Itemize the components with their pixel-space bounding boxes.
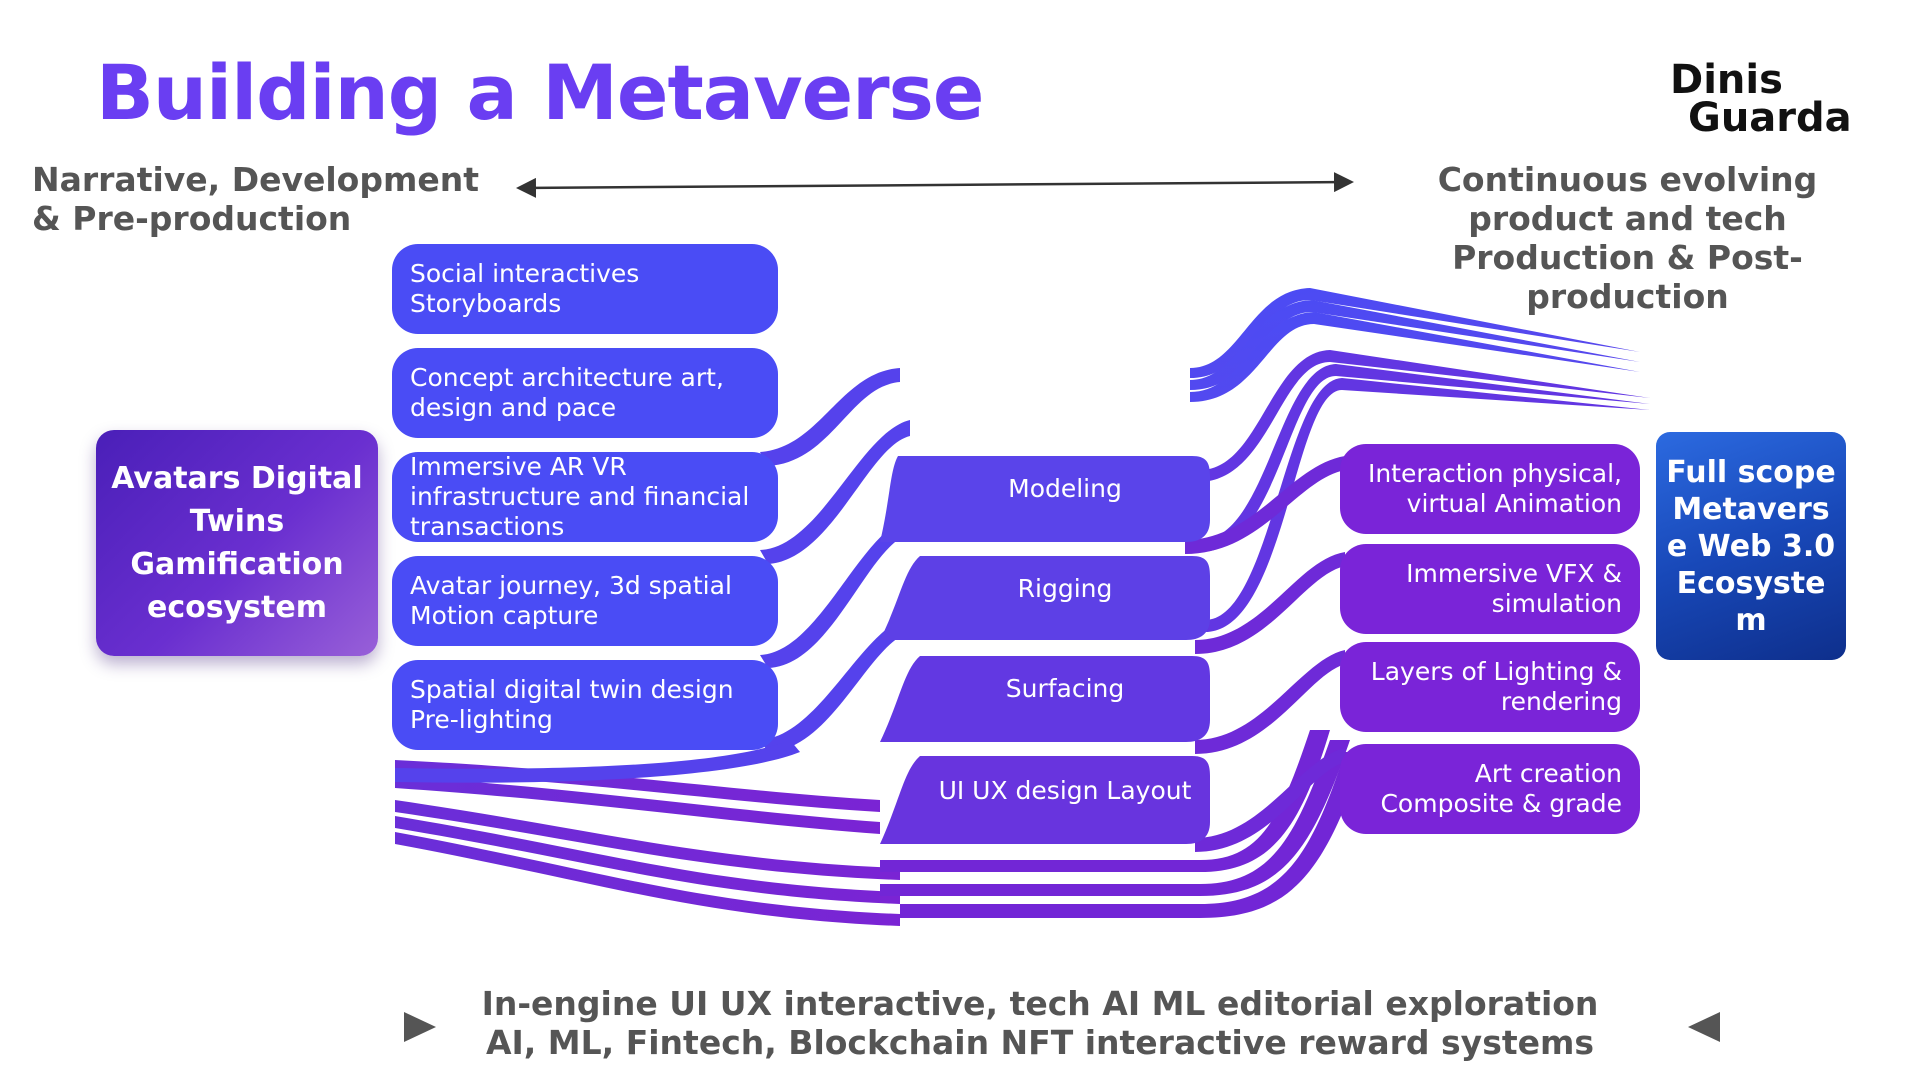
pre-production-box-1: Social interactives Storyboards (392, 244, 778, 334)
pre-production-box-2: Concept architecture art, design and pac… (392, 348, 778, 438)
post-production-box-2: Immersive VFX & simulation (1340, 544, 1640, 634)
connector-bands (395, 368, 910, 783)
production-label-ui-ux: UI UX design Layout (938, 776, 1192, 805)
right-pointing-triangle-icon (404, 1012, 436, 1042)
bottom-caption: In-engine UI UX interactive, tech AI ML … (480, 984, 1600, 1062)
production-band-backgrounds (880, 456, 1210, 844)
right-connector-bands (1185, 456, 1345, 852)
pre-production-box-3: Immersive AR VR infrastructure and finan… (392, 452, 778, 542)
avatars-source-box: Avatars Digital Twins Gamification ecosy… (96, 430, 378, 656)
logo-line-1: Dinis (1670, 57, 1783, 103)
post-production-box-4: Art creation Composite & grade (1340, 744, 1640, 834)
metaverse-target-box: Full scope Metaverse Web 3.0 Ecosystem (1656, 432, 1846, 660)
production-label-surfacing: Surfacing (1005, 674, 1125, 703)
logo-line-2: Guarda (1688, 95, 1852, 141)
bottom-caption-line-1: In-engine UI UX interactive, tech AI ML … (481, 984, 1599, 1023)
left-pointing-triangle-icon (1688, 1012, 1720, 1042)
left-fan-ribbons (395, 760, 900, 926)
page-title: Building a Metaverse (96, 48, 984, 137)
phase-label-left: Narrative, Development & Pre-production (32, 160, 480, 238)
dinis-guarda-logo: Dinis Guarda (1670, 57, 1852, 141)
timeline-double-arrow (516, 172, 1354, 198)
production-label-modeling: Modeling (1008, 474, 1122, 503)
phase-label-right: Continuous evolving product and tech Pro… (1437, 160, 1818, 316)
pre-production-box-4: Avatar journey, 3d spatial Motion captur… (392, 556, 778, 646)
production-label-rigging: Rigging (1017, 574, 1113, 603)
upper-ribbons (1190, 288, 1640, 402)
post-production-box-1: Interaction physical, virtual Animation (1340, 444, 1640, 534)
bottom-caption-line-2: AI, ML, Fintech, Blockchain NFT interact… (485, 1023, 1595, 1062)
upper-ribbons-purple (1200, 350, 1650, 632)
post-production-box-3: Layers of Lighting & rendering (1340, 642, 1640, 732)
pre-production-box-5: Spatial digital twin design Pre-lighting (392, 660, 778, 750)
